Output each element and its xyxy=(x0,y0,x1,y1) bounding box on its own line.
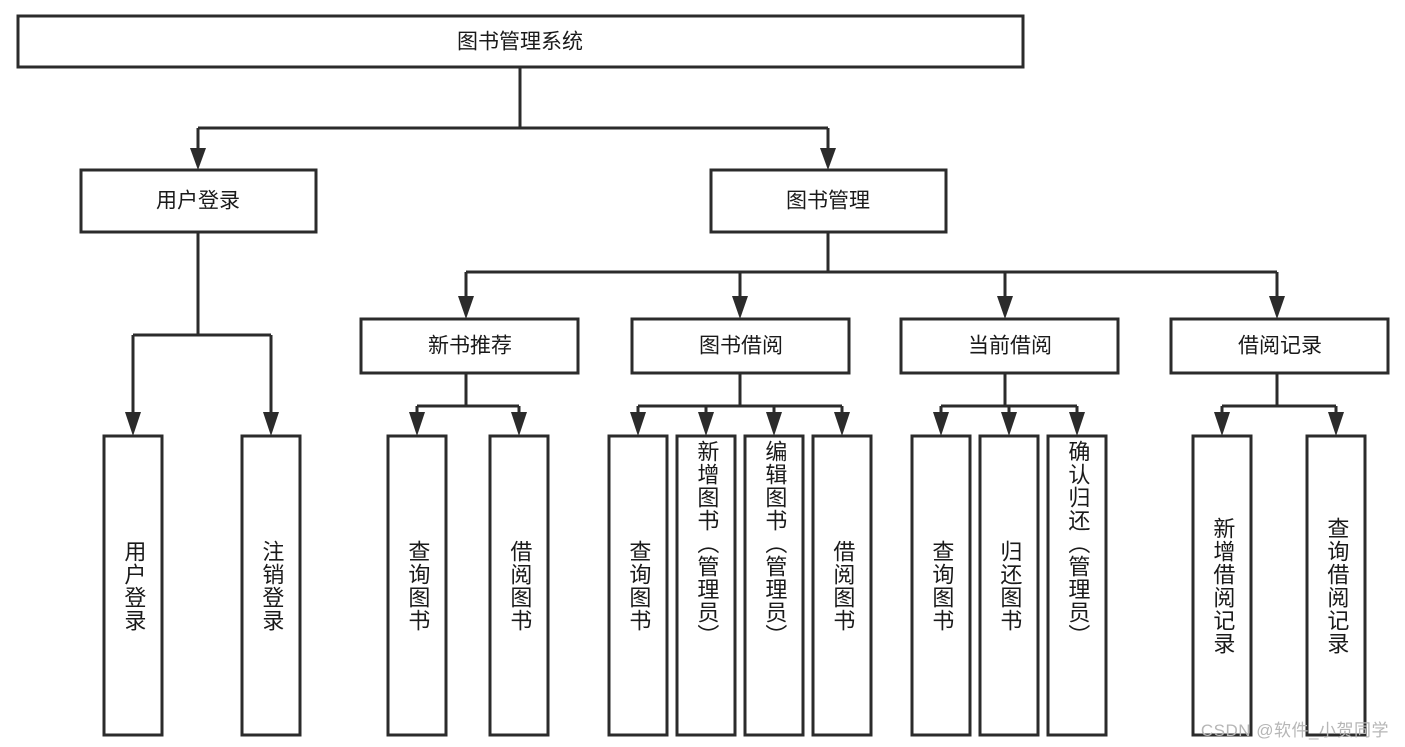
node-borrow-record-box[interactable] xyxy=(1169,317,1390,375)
connector-group-current-borrow-to-leaves xyxy=(933,373,1085,436)
node-new-book-recommend-label: 新书推荐 xyxy=(428,335,512,358)
node-book-management-label: 图书管理 xyxy=(786,190,870,213)
arrowhead-leaf-borrow-book-2 xyxy=(834,412,850,436)
node-borrow-record-label: 借阅记录 xyxy=(1238,335,1322,358)
leaf-query-book-3-box[interactable] xyxy=(910,434,972,737)
arrowhead-leaf-add-record xyxy=(1214,412,1230,436)
arrowhead-book-borrow xyxy=(732,296,748,319)
leaf-user-login-box[interactable] xyxy=(102,434,164,737)
node-new-book-recommend-box[interactable] xyxy=(359,317,580,375)
leaf-add-record-box[interactable] xyxy=(1191,434,1253,737)
node-root[interactable]: 图书管理系统 xyxy=(16,14,1025,69)
leaf-query-book-1-box[interactable] xyxy=(386,434,448,737)
connector-group-root-to-level1 xyxy=(190,67,836,170)
node-borrow-record[interactable]: 借阅记录 xyxy=(1169,317,1390,375)
node-current-borrow-label: 当前借阅 xyxy=(968,335,1052,358)
csdn-watermark: CSDN @软件_小贺同学 xyxy=(1200,721,1389,740)
arrowhead-borrow-record xyxy=(1269,296,1285,319)
leaf-query-book-2-box[interactable] xyxy=(607,434,669,737)
arrowhead-leaf-confirm-return xyxy=(1069,412,1085,436)
node-book-borrow[interactable]: 图书借阅 xyxy=(630,317,851,375)
leaf-boxes xyxy=(102,434,1367,737)
leaf-edit-book-box[interactable] xyxy=(743,434,805,737)
node-root-box[interactable] xyxy=(16,14,1025,69)
leaf-query-record-box[interactable] xyxy=(1305,434,1367,737)
arrowhead-new-book-recommend xyxy=(458,296,474,319)
arrowhead-user-login xyxy=(190,148,206,170)
connector-group-book-management-to-level2 xyxy=(458,232,1285,319)
node-book-borrow-box[interactable] xyxy=(630,317,851,375)
arrowhead-leaf-return-book xyxy=(1001,412,1017,436)
arrowhead-leaf-user-login xyxy=(125,412,141,436)
node-current-borrow-box[interactable] xyxy=(899,317,1120,375)
leaf-user-logout-box[interactable] xyxy=(240,434,302,737)
arrowhead-leaf-query-record xyxy=(1328,412,1344,436)
connector-group-new-book-recommend-to-leaves xyxy=(409,373,527,436)
node-book-borrow-label: 图书借阅 xyxy=(699,335,783,358)
arrowhead-leaf-query-book-2 xyxy=(630,412,646,436)
arrowhead-book-management xyxy=(820,148,836,170)
connector-group-user-login-to-leaves xyxy=(125,232,279,436)
leaf-confirm-return-box[interactable] xyxy=(1046,434,1108,737)
node-user-login[interactable]: 用户登录 xyxy=(79,168,318,234)
node-user-login-label: 用户登录 xyxy=(156,190,240,213)
leaf-borrow-book-2-box[interactable] xyxy=(811,434,873,737)
leaf-borrow-book-1-box[interactable] xyxy=(488,434,550,737)
arrowhead-current-borrow xyxy=(997,296,1013,319)
node-current-borrow[interactable]: 当前借阅 xyxy=(899,317,1120,375)
connector-group-book-borrow-to-leaves xyxy=(630,373,850,436)
arrowhead-leaf-query-book-1 xyxy=(409,412,425,436)
node-book-management[interactable]: 图书管理 xyxy=(709,168,948,234)
connector-group-borrow-record-to-leaves xyxy=(1214,373,1344,436)
node-book-management-box[interactable] xyxy=(709,168,948,234)
arrowhead-leaf-add-book xyxy=(698,412,714,436)
arrowhead-leaf-user-logout xyxy=(263,412,279,436)
arrowhead-leaf-borrow-book-1 xyxy=(511,412,527,436)
arrowhead-leaf-query-book-3 xyxy=(933,412,949,436)
node-user-login-box[interactable] xyxy=(79,168,318,234)
node-root-label: 图书管理系统 xyxy=(457,31,583,54)
arrowhead-leaf-edit-book xyxy=(766,412,782,436)
leaf-return-book-box[interactable] xyxy=(978,434,1040,737)
node-new-book-recommend[interactable]: 新书推荐 xyxy=(359,317,580,375)
leaf-add-book-box[interactable] xyxy=(675,434,737,737)
